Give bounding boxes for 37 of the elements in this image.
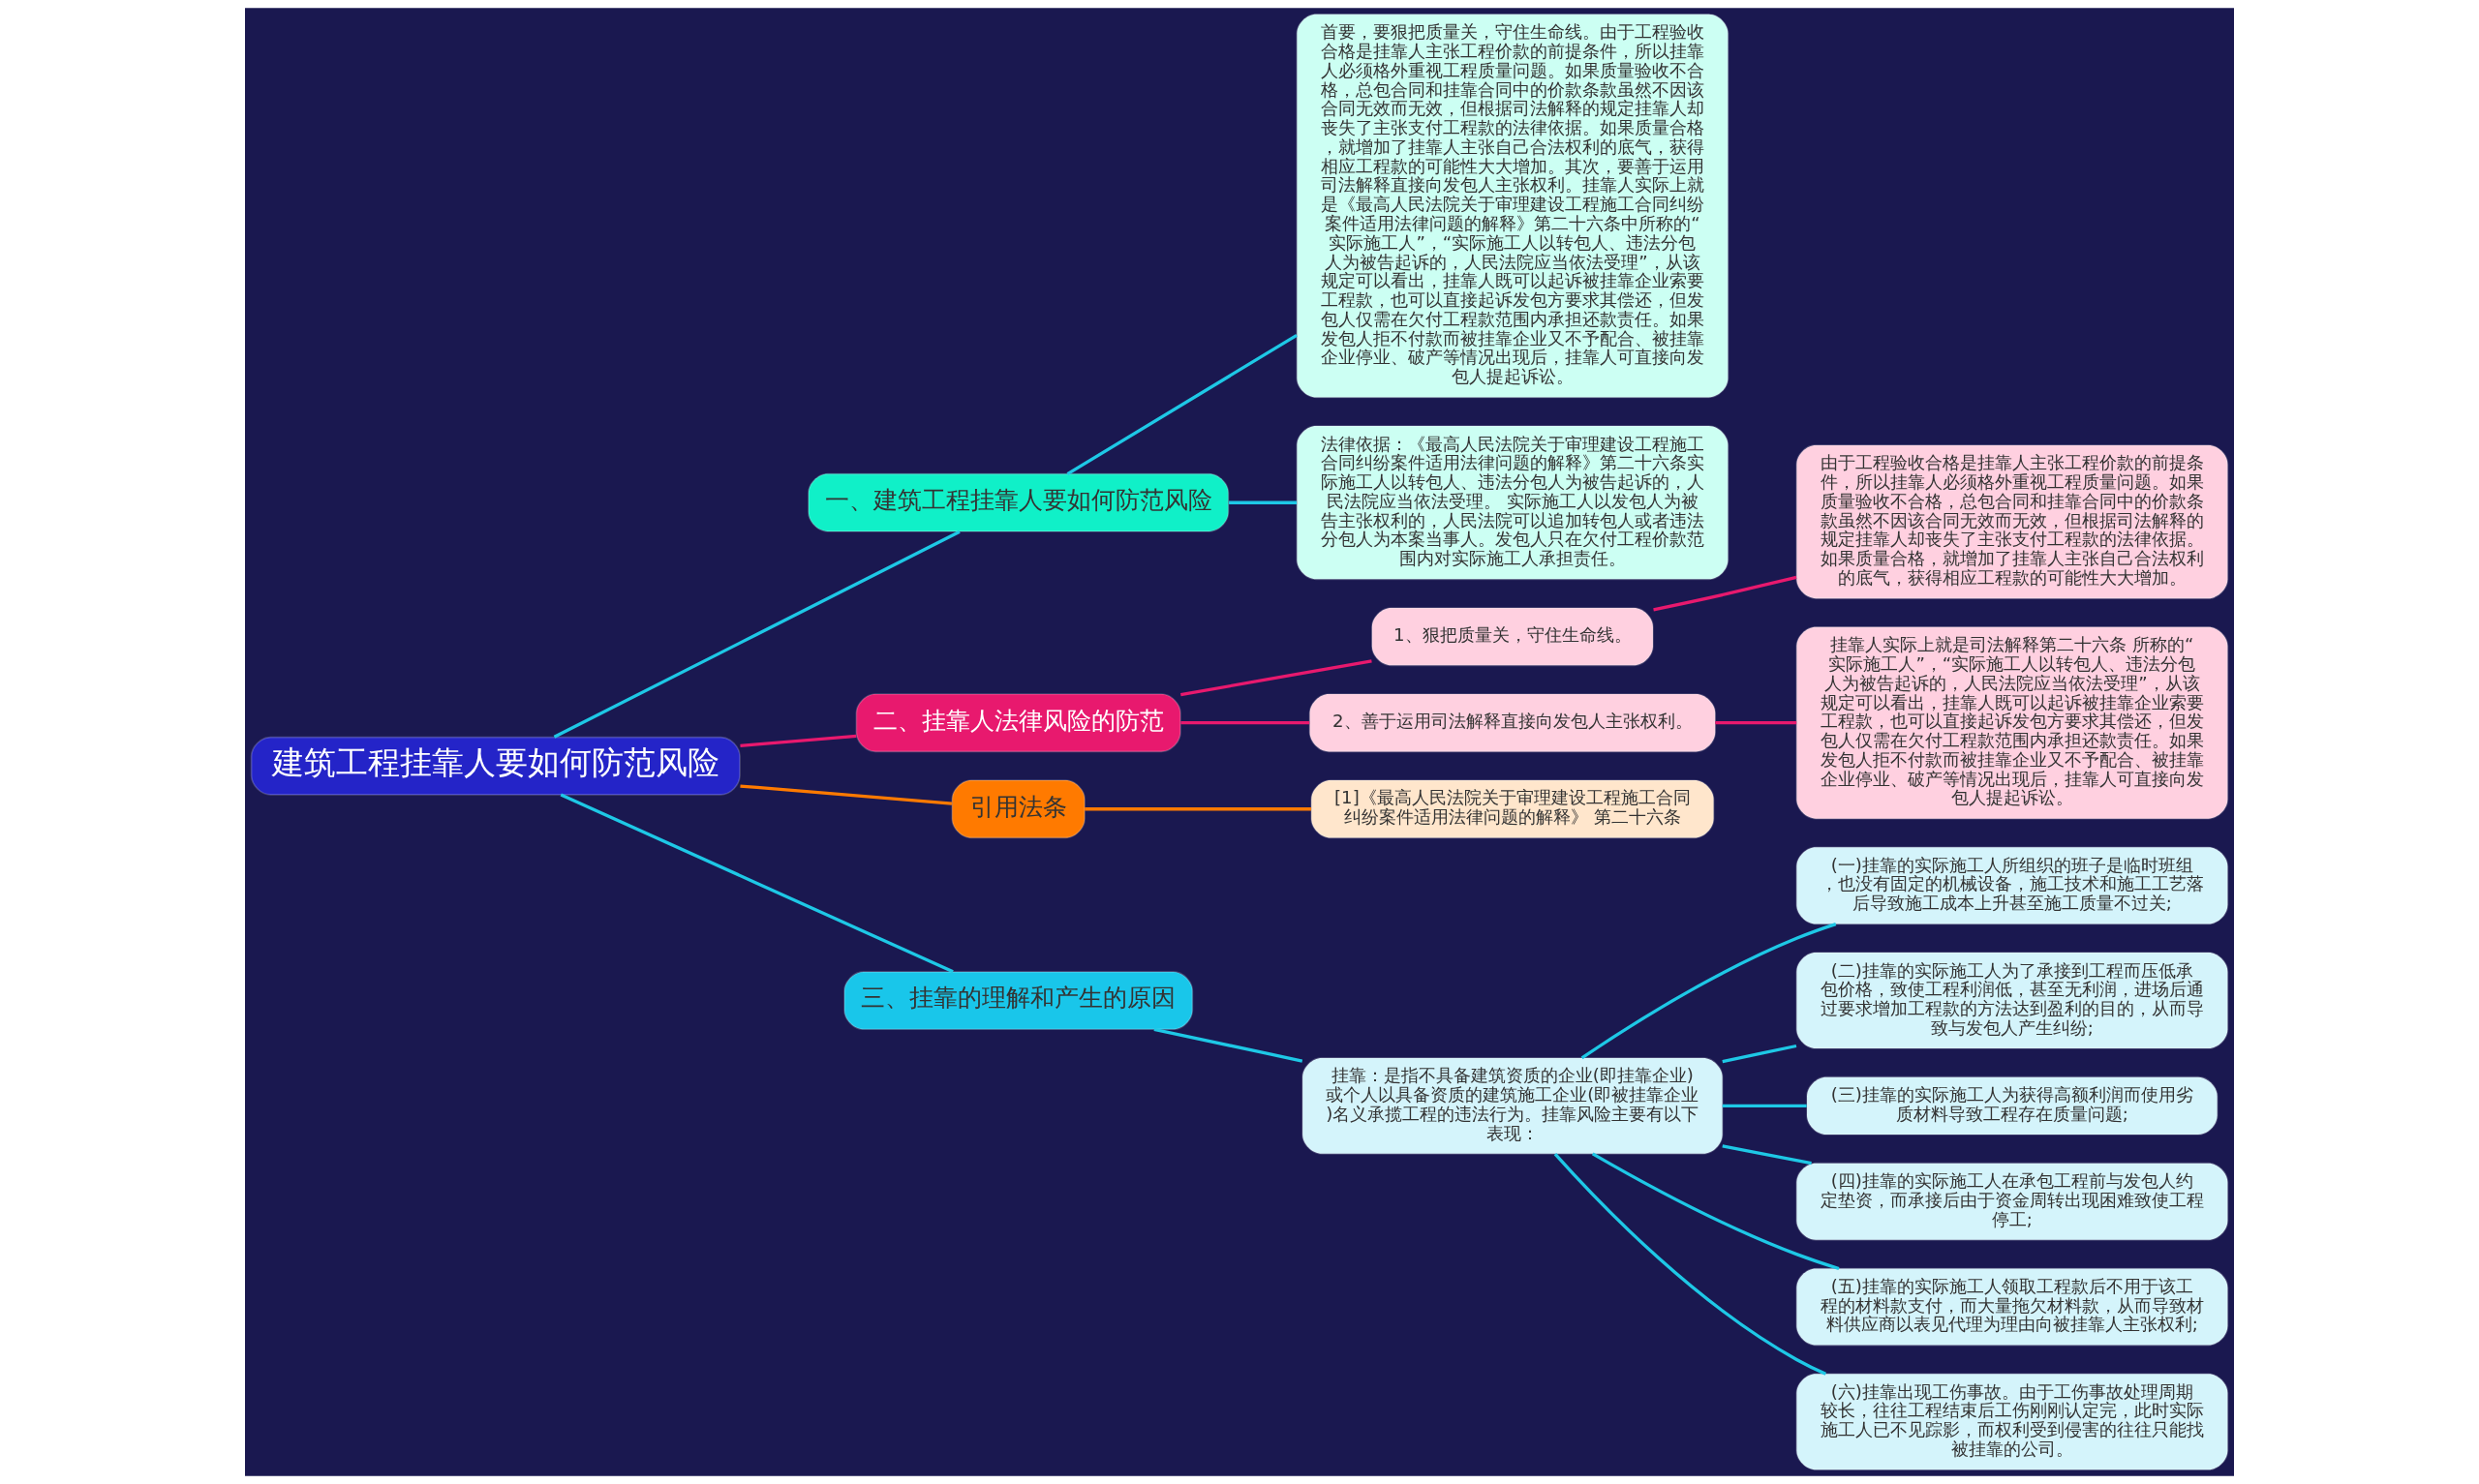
node-box: 首要，要狠把质量关，守住生命线。由于工程验收合格是挂靠人主张工程价款的前提条件，所以挂靠人必须格外重视工程质量问题。如果质量验收不合格，总包合同和挂靠合同中的价款条款虽然不因该合同无效而无效，但根据司法解释的规定挂靠人却丧失了主张支付工程款的法律依据。如果质量合格，就增加了挂靠人主张自己合法权利的底气，获得相应工程款的可能性大大增加。其次，要善于运用司法解释直接向发包人主张权利。挂靠人实际上就是《最高人民法院关于审理建设工程施工合同纠纷案件适用法律问题的解释》第二十六条中所称的“实际施工人”，“实际施工人以转包人、违法分包人为被告起诉的，人民法院应当依法受理”，从该规定可以看出，挂靠人既可以起诉被挂靠企业索要工程款，也可以直接起诉发包方要求其偿还，但发包人仅需在欠付工程款范围内承担还款责任。如果发包人拒不付款而被挂靠企业又不予配合、被挂靠企业停业、破产等情况出现后，挂靠人可直接向发包人提起诉讼。 xyxy=(1296,13,1729,399)
node-box: (四)挂靠的实际施工人在承包工程前与发包人约定垫资，而承接后由于资金周转出现困难致使工程停工; xyxy=(1795,1162,2229,1241)
node-box: 建筑工程挂靠人要如何防范风险 xyxy=(250,736,741,796)
connector xyxy=(1153,1027,1303,1063)
connector xyxy=(1229,500,1298,504)
connector xyxy=(1715,721,1797,725)
node-box: 三、挂靠的理解和产生的原因 xyxy=(843,971,1194,1031)
connector xyxy=(560,793,954,974)
node-box: [1]《最高人民法院关于审理建设工程施工合同纠纷案件适用法律问题的解释》 第二十六条 xyxy=(1310,779,1715,839)
connector xyxy=(1180,659,1372,697)
connector xyxy=(740,734,857,748)
connector xyxy=(1722,1104,1807,1107)
connector xyxy=(740,784,953,805)
node-box: (一)挂靠的实际施工人所组织的班子是临时班组，也没有固定的机械设备，施工技术和施工工艺落后导致施工成本上升甚至施工质量不过关; xyxy=(1795,846,2229,925)
connector xyxy=(1180,721,1310,725)
connector xyxy=(1722,1044,1797,1064)
node-box: (二)挂靠的实际施工人为了承接到工程而压低承包价格，致使工程利润低，甚至无利润，进场后通过要求增加工程款的方法达到盈利的目的，从而导致与发包人产生纠纷; xyxy=(1795,952,2229,1049)
connector xyxy=(1580,923,1837,1060)
connector xyxy=(1591,1152,1840,1271)
node-box: (六)挂靠出现工伤事故。由于工伤事故处理周期较长，往往工程结束后工伤刚刚认定完，此时实际施工人已不见踪影，而权利受到侵害的往往只能找被挂靠的公司。 xyxy=(1795,1373,2229,1471)
node-box: 挂靠人实际上就是司法解释第二十六条 所称的“实际施工人”，“实际施工人以转包人、违法分包人为被告起诉的，人民法院应当依法受理”，从该规定可以看出，挂靠人既可以起诉被挂靠企业索要工程款，也可以直接起诉发包方要求其偿还，但发包人仅需在欠付工程款范围内承担还款责任。如果发包人拒不付款而被挂靠企业又不予配合、被挂靠企业停业、破产等情况出现后，挂靠人可直接向发包人提起诉讼。 xyxy=(1795,626,2229,820)
connector xyxy=(1085,807,1312,811)
node-box: 挂靠：是指不具备建筑资质的企业(即挂靠企业)或个人以具备资质的建筑施工企业(即被挂靠企业)名义承揽工程的违法行为。挂靠风险主要有以下表现： xyxy=(1301,1057,1724,1155)
connector xyxy=(553,530,961,739)
node-box: 法律依据：《最高人民法院关于审理建设工程施工合同纠纷案件适用法律问题的解释》第二十六条实际施工人以转包人、违法分包人为被告起诉的，人民法院应当依法受理。 实际施工人以发包人为被告主张权利的，人民法院可以追加转包人或者违法分包人为本案当事人。发包人只在欠付工程价款范围内对实际施工人承担责任。 xyxy=(1296,425,1729,581)
node-box: (三)挂靠的实际施工人为获得高额利润而使用劣质材料导致工程存在质量问题; xyxy=(1806,1075,2219,1136)
connector xyxy=(1553,1153,1827,1376)
connector xyxy=(1653,575,1797,612)
node-box: (五)挂靠的实际施工人领取工程款后不用于该工程的材料款支付，而大量拖欠材料款，从而导致材料供应商以表见代理为理由向被挂靠人主张权利; xyxy=(1795,1267,2229,1347)
connector xyxy=(1722,1144,1812,1166)
connector xyxy=(1066,333,1298,475)
node-box: 引用法条 xyxy=(951,779,1086,839)
node-box: 由于工程验收合格是挂靠人主张工程价款的前提条件，所以挂靠人必须格外重视工程质量问题。如果质量验收不合格，总包合同和挂靠合同中的价款条款虽然不因该合同无效而无效，但根据司法解释的规定挂靠人却丧失了主张支付工程款的法律依据。如果质量合格，就增加了挂靠人主张自己合法权利的底气，获得相应工程款的可能性大大增加。 xyxy=(1795,444,2229,599)
node-box: 2、善于运用司法解释直接向发包人主张权利。 xyxy=(1308,693,1717,753)
node-box: 二、挂靠人法律风险的防范 xyxy=(855,693,1181,753)
node-box: 1、狠把质量关，守住生命线。 xyxy=(1371,607,1654,667)
node-box: 一、建筑工程挂靠人要如何防范风险 xyxy=(808,472,1230,532)
